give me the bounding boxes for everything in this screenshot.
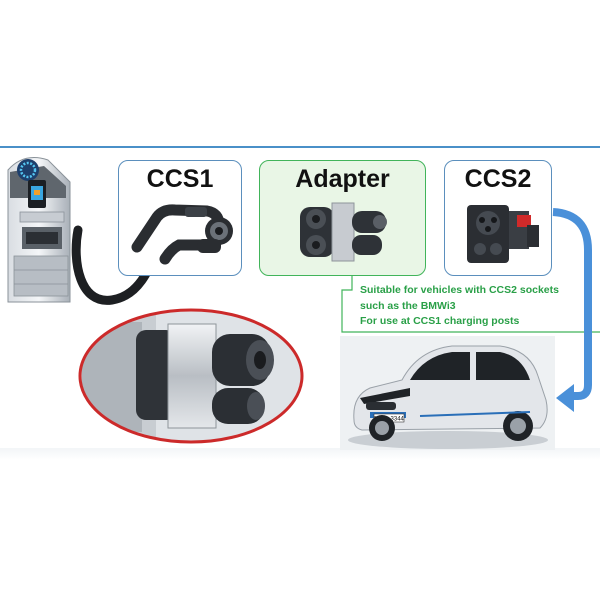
adapter-zoom-detail: [78, 308, 304, 444]
bmw-i3-car-illustration: M·GL 3344: [340, 336, 555, 450]
adapter-caption: Suitable for vehicles with CCS2 sockets …: [360, 283, 600, 330]
charging-station-illustration: [7, 157, 71, 303]
adapter-icon: [300, 202, 387, 262]
ccs1-title: CCS1: [146, 165, 214, 193]
ccs1-panel: CCS1: [118, 160, 242, 276]
ccs2-panel: CCS2: [444, 160, 552, 276]
ccs2-socket-icon: [467, 205, 539, 263]
adapter-title: Adapter: [295, 165, 390, 193]
ccs1-plug-icon: [131, 204, 233, 265]
caption-line-2: such as the BMWi3: [360, 299, 456, 312]
adapter-panel: Adapter: [259, 160, 426, 276]
top-divider-line: [0, 146, 600, 148]
ccs2-title: CCS2: [464, 165, 532, 193]
caption-line-1: Suitable for vehicles with CCS2 sockets: [360, 284, 559, 296]
bottom-divider-fade: [0, 448, 600, 460]
caption-line-3: For use at CCS1 charging posts: [360, 315, 520, 327]
